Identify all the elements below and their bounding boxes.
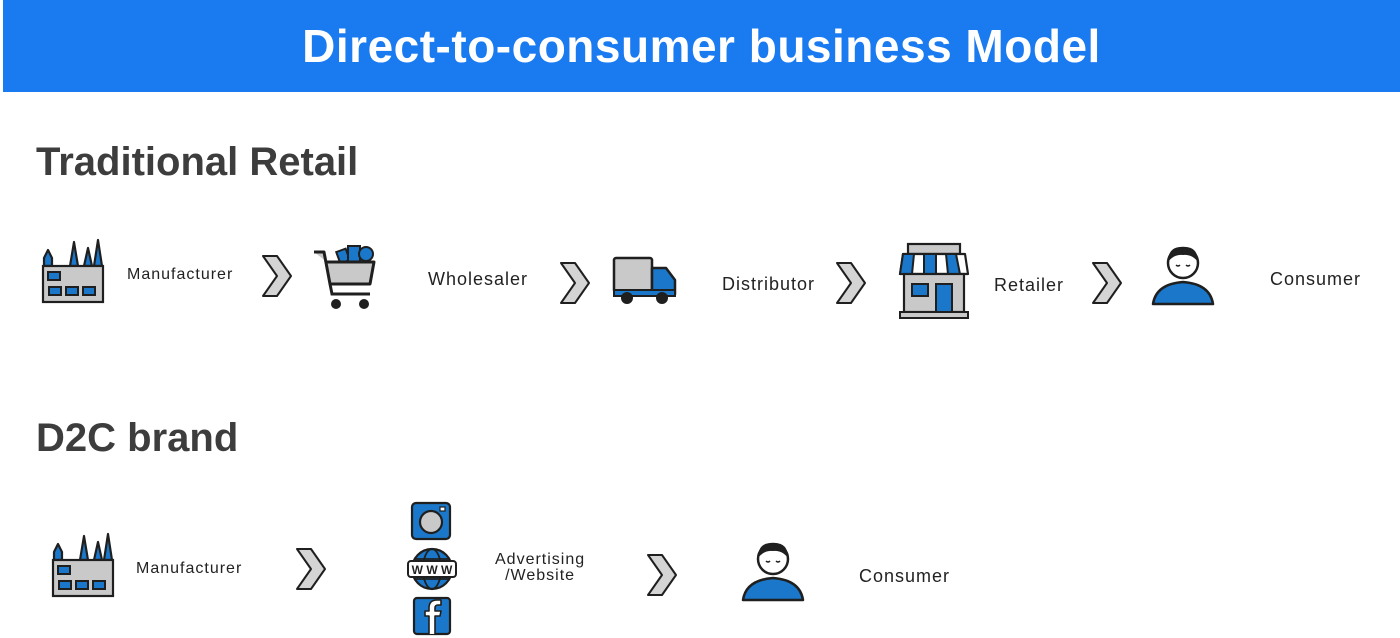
chevron-right-icon — [1090, 260, 1124, 306]
factory-icon — [40, 238, 106, 306]
shopping-cart-icon — [312, 242, 380, 312]
chevron-right-icon — [294, 546, 328, 592]
storefront-icon — [898, 242, 970, 320]
traditional-retail-heading: Traditional Retail — [36, 140, 359, 184]
chevron-right-icon — [260, 253, 294, 299]
instagram-icon — [410, 501, 452, 541]
d2c-brand-heading: D2C brand — [36, 416, 239, 460]
advertising-label: Advertising — [495, 551, 586, 568]
step-label-consumer: Consumer — [859, 566, 951, 586]
step-label-distributor: Distributor — [722, 274, 816, 294]
step-label-wholesaler: Wholesaler — [428, 269, 529, 289]
chevron-right-icon — [645, 552, 679, 598]
www-globe-icon: W W W — [406, 546, 458, 592]
factory-icon — [50, 532, 116, 600]
step-label-advertising-website: Advertising /Website — [495, 552, 585, 584]
step-label-consumer: Consumer — [1270, 269, 1362, 289]
facebook-icon — [412, 596, 452, 636]
step-label-retailer: Retailer — [994, 275, 1065, 295]
person-icon — [740, 538, 806, 602]
step-label-manufacturer: Manufacturer — [136, 560, 243, 577]
delivery-truck-icon — [612, 254, 678, 308]
website-label: /Website — [505, 567, 576, 584]
title-banner: Direct-to-consumer business Model — [3, 0, 1400, 92]
step-label-manufacturer: Manufacturer — [127, 266, 234, 283]
svg-text:W W W: W W W — [412, 563, 453, 577]
person-icon — [1150, 242, 1216, 306]
chevron-right-icon — [834, 260, 868, 306]
chevron-right-icon — [558, 260, 592, 306]
page-title: Direct-to-consumer business Model — [302, 20, 1101, 72]
